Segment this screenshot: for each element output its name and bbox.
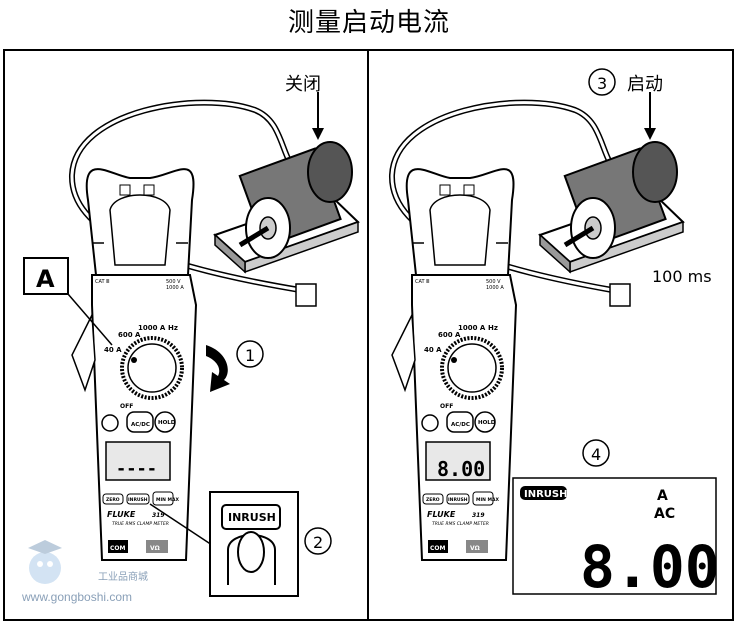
step-1-label: 1 (245, 346, 255, 365)
brand-label: FLUKE (107, 510, 136, 519)
minmax-button-right[interactable] (472, 491, 494, 506)
step-2-circle (304, 527, 332, 555)
step-3-label: 3 (597, 74, 607, 93)
zoom-leader (149, 503, 213, 546)
cat-label: CAT Ⅲ (95, 279, 110, 285)
display-unit-a: A (657, 488, 668, 504)
cable-end-right (609, 283, 631, 307)
cat-a-label-right: 1000 A (486, 285, 504, 291)
acdc-label: AC/DC (131, 422, 150, 428)
callout-a-leader (67, 293, 113, 346)
acdc-label-right: AC/DC (451, 422, 470, 428)
zero-button[interactable] (102, 493, 124, 505)
lcd-reading-value: 8.00 (437, 457, 485, 481)
range-600a-right: 600 A (438, 331, 461, 339)
v-port-right (466, 540, 488, 553)
subtitle-label-right: TRUE RMS CLAMP METER (432, 521, 489, 527)
cat-v-label-right: 500 V (486, 279, 501, 285)
hold-label-right: HOLD (478, 420, 496, 426)
minmax-button[interactable] (152, 491, 174, 506)
backlight-button[interactable] (101, 414, 119, 432)
start-arrow-head (644, 128, 656, 140)
minmax-label: MIN MAX (156, 497, 179, 503)
clamp-meter-right: CAT Ⅲ 500 V 1000 A 600 A 1000 A Hz 40 A … (391, 168, 518, 561)
watermark-cn: 工业品商城 (98, 572, 148, 583)
lcd-reading (425, 441, 491, 481)
motor-right (538, 141, 685, 274)
hold-label: HOLD (158, 420, 176, 426)
acdc-button[interactable] (126, 411, 154, 433)
brand-label-right: FLUKE (427, 510, 456, 519)
com-port (108, 540, 128, 553)
callout-a-box (23, 257, 69, 295)
lcd-idle-value: ---- (116, 459, 157, 479)
inrush-badge-label: INRUSH (524, 489, 567, 500)
zero-label-right: ZERO (426, 497, 440, 503)
step-4-label: 4 (591, 445, 601, 464)
hold-button-right[interactable] (474, 411, 496, 433)
callout-a-label: A (36, 265, 55, 293)
motor-off-label: 关闭 (285, 74, 321, 95)
page-title: 测量启动电流 (287, 8, 450, 38)
lcd-idle (105, 441, 171, 481)
right-panel: 3 启动 100 ms CAT Ⅲ 500 V 1000 A 600 A 100… (388, 68, 720, 601)
display-reading: 8.00 (580, 533, 720, 601)
hz-label: Hz (168, 324, 178, 332)
cat-v-label: 500 V (166, 279, 181, 285)
acdc-button-right[interactable] (446, 411, 474, 433)
hz-label-right: Hz (488, 324, 498, 332)
range-1000a-right: 1000 A (458, 324, 486, 332)
off-arrow-head (312, 128, 324, 140)
off-position: OFF (120, 403, 133, 410)
cable-end (295, 283, 317, 307)
cat-label-right: CAT Ⅲ (415, 279, 430, 285)
step-3-circle (588, 68, 616, 96)
inrush-zoom-label: INRUSH (228, 511, 276, 524)
range-40a-right: 40 A (424, 346, 442, 354)
hold-button[interactable] (154, 411, 176, 433)
com-label-right: COM (430, 545, 446, 552)
step-4-circle (582, 439, 610, 467)
range-600a: 600 A (118, 331, 141, 339)
inrush-label: INRUSH (128, 497, 148, 503)
clamp-meter-left: CAT Ⅲ 500 V 1000 A 600 A 1000 A Hz 40 A … (71, 168, 198, 561)
inrush-zoom-button (221, 504, 281, 530)
com-label: COM (110, 545, 126, 552)
com-port-right (428, 540, 448, 553)
range-1000a: 1000 A (138, 324, 166, 332)
zero-button-right[interactable] (422, 493, 444, 505)
step-1-circle (236, 340, 264, 368)
left-panel: 关闭 CAT Ⅲ 500 V 1000 A 600 A 1000 A Hz 40… (23, 74, 360, 597)
inrush-badge (520, 486, 567, 500)
zero-label: ZERO (106, 497, 120, 503)
minmax-label-right: MIN MAX (476, 497, 499, 503)
backlight-button-right[interactable] (421, 414, 439, 432)
cat-a-label: 1000 A (166, 285, 184, 291)
v-port (146, 540, 168, 553)
model-label-right: 319 (472, 512, 485, 519)
display-unit-ac: AC (654, 506, 675, 522)
step-2-label: 2 (313, 533, 323, 552)
time-label: 100 ms (652, 267, 712, 286)
range-40a: 40 A (104, 346, 122, 354)
subtitle-label: TRUE RMS CLAMP METER (112, 521, 169, 527)
watermark-url: www.gongboshi.com (22, 590, 133, 604)
inrush-label-right: INRUSH (448, 497, 468, 503)
motor-left (213, 141, 360, 274)
inrush-button[interactable] (126, 493, 150, 505)
rotate-arrow (206, 345, 230, 392)
inrush-button-right[interactable] (446, 493, 470, 505)
off-position-right: OFF (440, 403, 453, 410)
watermark-logo (28, 540, 62, 584)
motor-start-label: 启动 (627, 74, 663, 95)
v-label: VΩ (150, 545, 160, 552)
model-label: 319 (152, 512, 165, 519)
v-label-right: VΩ (470, 545, 480, 552)
